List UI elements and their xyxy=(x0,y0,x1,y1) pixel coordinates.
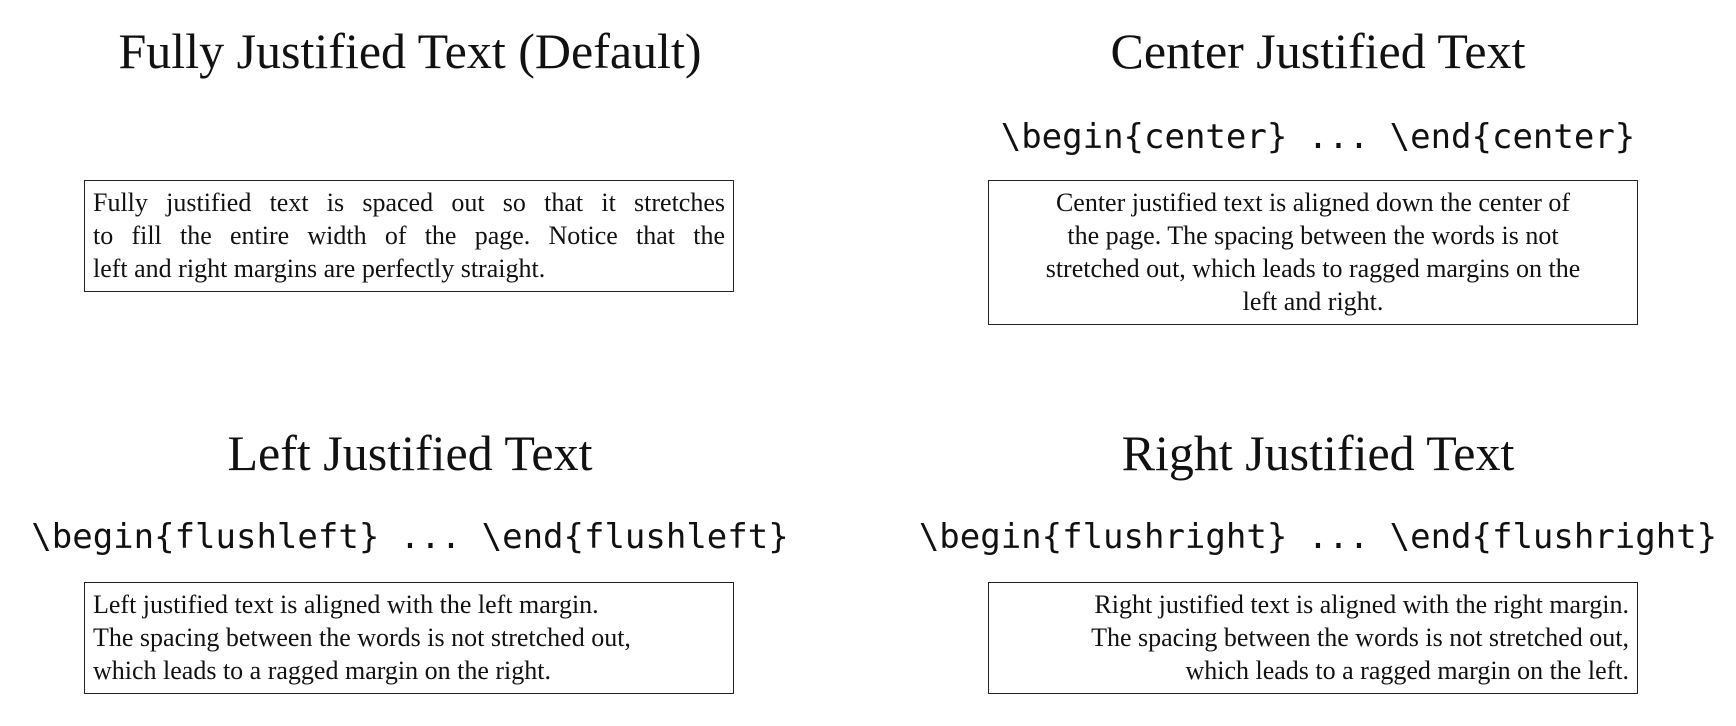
text-line: left and right. xyxy=(1242,287,1384,316)
text-line: the page. The spacing between the words … xyxy=(1067,221,1559,250)
text-line: Center justified text is aligned down th… xyxy=(1055,188,1571,217)
center-justified-text-box: Center justified text is aligned down th… xyxy=(988,180,1638,325)
fully-justified-title: Fully Justified Text (Default) xyxy=(118,23,702,79)
right-justified-title: Right Justified Text xyxy=(1121,425,1515,481)
center-environment-code: \begin{center} ... \end{center} xyxy=(1000,117,1636,157)
flushright-environment-code: \begin{flushright} ... \end{flushright} xyxy=(918,517,1718,557)
text-line: Left justified text is aligned with the … xyxy=(93,590,599,619)
fully-justified-panel: Fully Justified Text (Default) Fully jus… xyxy=(0,0,820,360)
center-justified-panel: Center Justified Text \begin{center} ...… xyxy=(900,0,1736,360)
text-line: which leads to a ragged margin on the le… xyxy=(1185,656,1629,685)
text-line: left and right margins are perfectly str… xyxy=(93,254,546,283)
text-line: The spacing between the words is not str… xyxy=(1091,623,1629,652)
left-justified-text-box: Left justified text is aligned with the … xyxy=(84,582,734,694)
text-line: Fully justified text is spaced out so th… xyxy=(93,188,725,217)
text-line: stretched out, which leads to ragged mar… xyxy=(1045,254,1581,283)
left-justified-title: Left Justified Text xyxy=(227,425,593,481)
left-justified-panel: Left Justified Text \begin{flushleft} ..… xyxy=(0,400,820,726)
text-line: The spacing between the words is not str… xyxy=(93,623,631,652)
right-justified-text-box: Right justified text is aligned with the… xyxy=(988,582,1638,694)
center-justified-title: Center Justified Text xyxy=(1110,23,1526,79)
fully-justified-text-box: Fully justified text is spaced out so th… xyxy=(84,180,734,292)
text-line: to fill the entire width of the page. No… xyxy=(93,221,725,250)
flushleft-environment-code: \begin{flushleft} ... \end{flushleft} xyxy=(31,517,789,557)
text-line: Right justified text is aligned with the… xyxy=(1094,590,1629,619)
text-line: which leads to a ragged margin on the ri… xyxy=(93,656,552,685)
right-justified-panel: Right Justified Text \begin{flushright} … xyxy=(900,400,1736,726)
